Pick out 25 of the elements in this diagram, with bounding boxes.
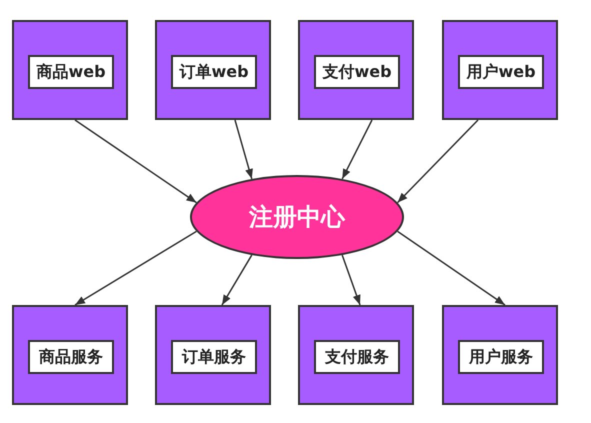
label-box: 商品web xyxy=(28,55,114,89)
arrow xyxy=(342,120,373,180)
arrow xyxy=(74,119,197,204)
arrow xyxy=(397,230,506,306)
arrow xyxy=(342,254,361,306)
service-panel xyxy=(155,20,271,120)
label-box: 支付服务 xyxy=(314,340,400,374)
service-panel xyxy=(12,305,128,405)
label-box: 订单服务 xyxy=(171,340,257,374)
service-panel xyxy=(298,20,414,120)
label-box: 订单web xyxy=(171,55,257,89)
service-panel xyxy=(442,305,558,405)
label-box: 用户服务 xyxy=(458,340,544,374)
arrow xyxy=(234,120,253,180)
service-panel xyxy=(298,305,414,405)
service-panel xyxy=(442,20,558,120)
service-panel xyxy=(155,305,271,405)
arrow xyxy=(221,254,252,306)
registry-ellipse: 注册中心 xyxy=(190,175,404,259)
label-box: 商品服务 xyxy=(28,340,114,374)
service-panel xyxy=(12,20,128,120)
label-box: 支付web xyxy=(314,55,400,89)
label-box: 用户web xyxy=(458,55,544,89)
arrow xyxy=(397,119,479,204)
arrow xyxy=(74,230,197,306)
